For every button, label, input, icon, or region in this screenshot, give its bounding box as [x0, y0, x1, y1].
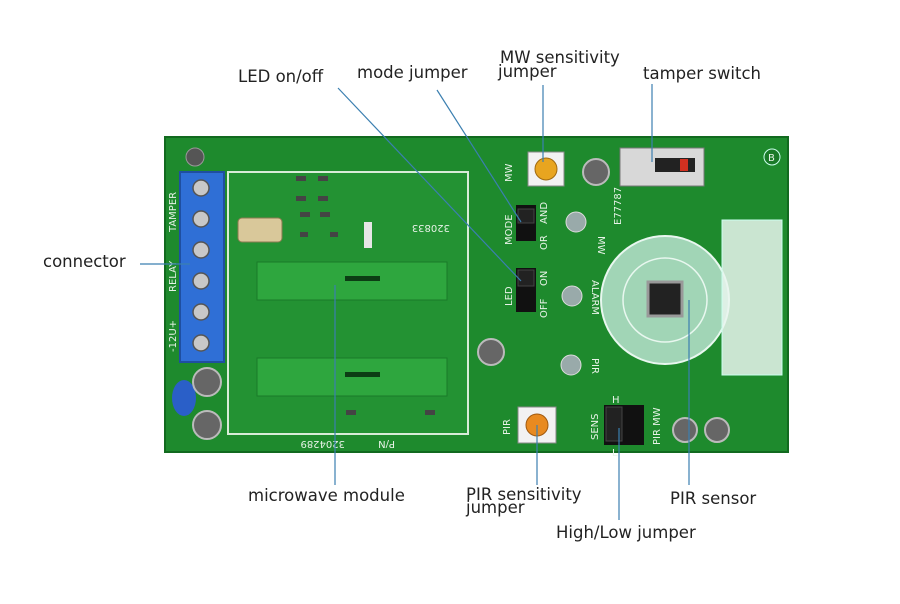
terminal-block [179, 171, 225, 363]
silk-b: B [768, 153, 775, 164]
mode-jumper-cap [517, 208, 535, 224]
silk-mode: MODE [504, 214, 515, 245]
electrolytic-capacitor [477, 338, 505, 366]
silk-off: OFF [539, 298, 550, 318]
leader-mode [436, 89, 522, 223]
microwave-smd-parts [296, 176, 435, 415]
silk-code-bottom: 3204289 [300, 438, 345, 449]
electrolytic-capacitor [192, 410, 222, 440]
pir-led [560, 354, 582, 376]
silk-pir-led: PIR [589, 358, 600, 374]
mount-hole [763, 148, 781, 166]
silk-serial: E77787 [613, 187, 624, 225]
silk-tamper: TAMPER [168, 192, 179, 233]
silk-mw-trim: MW [504, 163, 515, 182]
tamper-switch-red [680, 159, 688, 171]
microwave-antenna-slot-top [345, 276, 380, 281]
label-pir-sensitivity-2: jumper [466, 498, 525, 517]
label-high-low-jumper: High/Low jumper [556, 523, 696, 542]
label-led-onoff: LED on/off [238, 67, 324, 86]
silk-or: OR [539, 235, 550, 250]
leader-led [337, 87, 522, 282]
alarm-led [561, 285, 583, 307]
silk-relay: RELAY [168, 260, 179, 292]
mount-hole [185, 147, 205, 167]
label-microwave-module: microwave module [248, 486, 405, 505]
label-mode-jumper: mode jumper [357, 63, 468, 82]
highlow-jumper-cap [605, 406, 623, 442]
label-pir-sensitivity-1: PIR sensitivity [466, 485, 582, 504]
silk-on: ON [539, 271, 550, 286]
label-mw-sensitivity-2: jumper [498, 62, 557, 81]
silk-pir-mw: PIR MW [652, 407, 663, 445]
silk-l: L [612, 448, 618, 459]
silk-power: -12U+ [168, 320, 179, 352]
silk-h: H [612, 395, 620, 406]
mw-trimmer-knob [534, 157, 558, 181]
silk-led: LED [504, 286, 515, 306]
microwave-antenna-slot-bottom [345, 372, 380, 377]
silk-mw-led: MW [595, 236, 606, 255]
silk-alarm: ALARM [589, 280, 600, 315]
label-mw-sensitivity-1: MW sensitivity [500, 48, 620, 67]
silk-pn: P/N [378, 438, 395, 449]
silk-and: AND [539, 202, 550, 224]
label-pir-sensor: PIR sensor [670, 489, 757, 508]
electrolytic-capacitor [704, 417, 730, 443]
microwave-chip [364, 222, 372, 248]
tamper-switch-plunger [655, 158, 695, 172]
pir-lens-ring [622, 257, 708, 343]
electrolytic-capacitor [582, 158, 610, 186]
pir-sensor-element [646, 280, 684, 318]
label-connector: connector [43, 252, 126, 271]
microwave-crystal [237, 217, 283, 243]
fresnel-window [721, 219, 783, 376]
leader-lines [140, 84, 690, 520]
silk-pir-trim: PIR [502, 419, 513, 435]
electrolytic-capacitor [192, 367, 222, 397]
silk-sens: SENS [590, 414, 601, 441]
label-tamper-switch: tamper switch [643, 64, 761, 83]
led-jumper-cap [517, 269, 535, 287]
electrolytic-capacitor [672, 417, 698, 443]
terminal-screws [192, 179, 210, 352]
mw-led [565, 211, 587, 233]
silk-code-top: 320833 [412, 222, 450, 233]
blue-capacitor [172, 380, 196, 416]
